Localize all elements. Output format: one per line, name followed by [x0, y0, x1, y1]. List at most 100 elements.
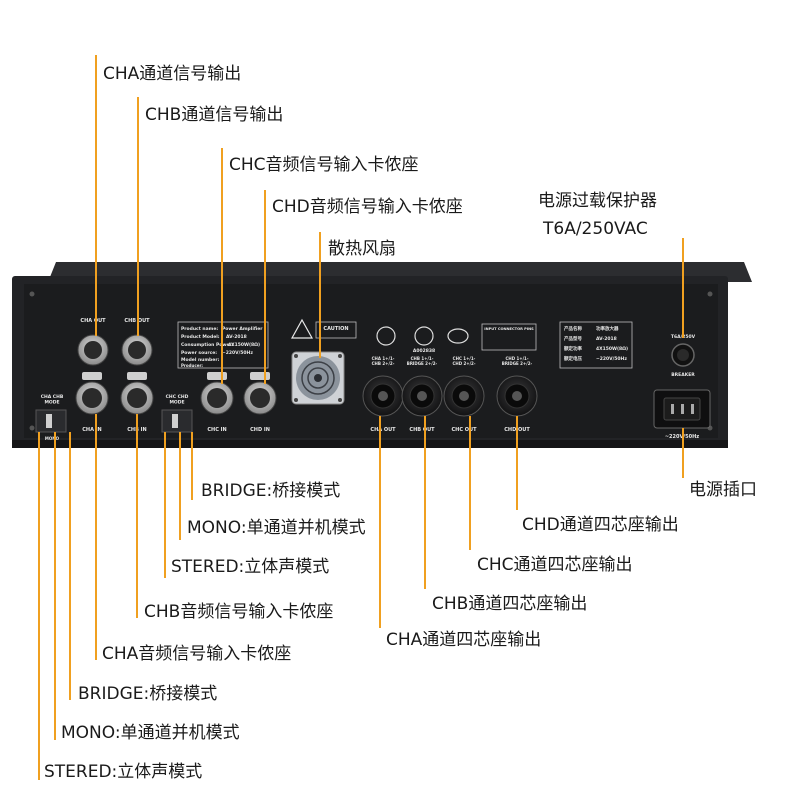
speakon-center [417, 391, 427, 401]
callout-chd-input-seat: CHD音频信号输入卡侬座 [272, 197, 463, 217]
leader-lines [38, 55, 684, 780]
caution-title: CAUTION [323, 326, 348, 332]
power-source-label: Power source: [181, 350, 217, 356]
callout-mono-cd: MONO:单通道并机模式 [187, 518, 366, 538]
fan-screw [338, 354, 342, 358]
speakon-center [459, 391, 469, 401]
iec-pin [681, 404, 684, 414]
iec-pin [691, 404, 694, 414]
mode-ab-mono-label: MONO [45, 436, 60, 441]
callout-chb-input-seat: CHB音频信号输入卡侬座 [144, 602, 333, 622]
speakon-head-chd: CHD 1+/1-BRIDGE 2+/2- [502, 356, 533, 366]
cooling-fan [291, 351, 345, 405]
callout-cha-signal-out: CHA通道信号输出 [103, 64, 241, 84]
fan-grille-ring [301, 361, 335, 395]
callout-stered-cd: STERED:立体声模式 [171, 557, 329, 577]
xlr-out-label-cha: CHA OUT [80, 318, 106, 324]
xlr-in-label-chd: CHD IN [250, 427, 270, 433]
iec-pin [671, 404, 674, 414]
chinese-spec-box [559, 321, 633, 369]
callout-power-socket: 电源插口 [689, 480, 757, 500]
xlr-latch [207, 372, 227, 380]
connector-pin-table [481, 323, 537, 351]
cn-name-label: 产品名称 [564, 325, 582, 332]
product-name-value: Power Amplifier [222, 326, 263, 332]
fan-screw [338, 398, 342, 402]
callout-cha-input-seat: CHA音频信号输入卡侬座 [102, 644, 291, 664]
ccc-mark-icon [447, 328, 469, 344]
xlr-socket-face [250, 388, 270, 408]
xlr-latch [250, 372, 270, 380]
speakon-head-chb: CHB 1+/1-BRIDGE 2+/2- [407, 356, 438, 366]
cn-model-label: 产品型号 [564, 335, 582, 342]
callout-chb-speakon: CHB通道四芯座输出 [432, 594, 587, 614]
recycle-icon [376, 326, 396, 346]
callout-mono-ab: MONO:单通道并机模式 [61, 723, 240, 743]
cn-model-value: AV-2018 [596, 336, 617, 342]
certification-marks: A002838 INPUT CONNECTOR PINS [376, 323, 537, 354]
xlr-socket-face [128, 341, 146, 359]
speakon-label-chc: CHC OUT [452, 427, 478, 433]
callout-bridge-cd: BRIDGE:桥接模式 [201, 481, 340, 501]
cn-power-label: 额定功率 [564, 345, 582, 352]
speakon-label-chb: CHB OUT [409, 427, 435, 433]
callout-chd-speakon: CHD通道四芯座输出 [522, 515, 679, 535]
fan-screw [294, 354, 298, 358]
callout-bridge-ab: BRIDGE:桥接模式 [78, 684, 217, 704]
xlr-in-label-cha: CHA IN [82, 427, 102, 433]
xlr-socket-face [207, 388, 227, 408]
xlr-input-jacks: CHA IN CHB IN CHC IN CHD IN [75, 372, 277, 433]
cn-voltage-label: 额定电压 [564, 355, 582, 362]
callout-breaker-line1: 电源过载保护器 [538, 191, 657, 211]
callout-fan: 散热风扇 [328, 239, 396, 259]
product-model-value: AV-2018 [226, 334, 247, 340]
chinese-spec-label: 产品名称 功率放大器 产品型号 AV-2018 额定功率 4X150W(8Ω) … [559, 321, 633, 369]
fan-screw [294, 398, 298, 402]
xlr-socket-face [82, 388, 102, 408]
callout-breaker-line2: T6A/250VAC [542, 219, 648, 239]
xlr-socket-face [84, 341, 102, 359]
consumption-label: Consumption Power: [181, 342, 234, 348]
environment-mark-icon [414, 326, 434, 346]
product-name-label: Product name: [181, 326, 218, 332]
xlr-socket-face [127, 388, 147, 408]
connector-pin-title: INPUT CONNECTOR PINS [484, 327, 534, 331]
callout-cha-speakon: CHA通道四芯座输出 [386, 630, 541, 650]
consumption-value: 4X150W(8Ω) [228, 342, 260, 348]
breaker-label: BREAKER [671, 372, 695, 378]
callout-chb-signal-out: CHB通道信号输出 [145, 105, 283, 125]
speakon-head-cha: CHA 1+/1-CHB 2+/2- [372, 356, 395, 366]
speakon-head-chc: CHC 1+/1-CHD 2+/2- [452, 356, 475, 366]
xlr-in-label-chc: CHC IN [207, 427, 226, 433]
producer-label: Producer: [181, 363, 203, 368]
warning-triangle-icon [290, 318, 314, 339]
fan-grille-ring [307, 367, 329, 389]
panel-screw [707, 291, 713, 297]
power-source-value: ~220V/50Hz [222, 350, 253, 356]
speakon-center [512, 391, 522, 401]
mode-switch-lever [46, 414, 52, 428]
callout-chc-input-seat: CHC音频信号输入卡侬座 [229, 155, 419, 175]
fan-hub [314, 374, 322, 382]
xlr-latch [82, 372, 102, 380]
callout-labels: CHA通道信号输出 CHB通道信号输出 CHC音频信号输入卡侬座 CHD音频信号… [44, 64, 757, 782]
caution-label: CAUTION [290, 318, 357, 339]
panel-screw [29, 425, 35, 431]
xlr-latch [127, 372, 147, 380]
caution-box [315, 321, 357, 339]
callout-stered-ab: STERED:立体声模式 [44, 762, 202, 782]
cn-name-value: 功率放大器 [596, 325, 619, 332]
panel-screw [29, 291, 35, 297]
product-model-label: Product Model: [181, 334, 220, 340]
cert-number: A002838 [413, 348, 435, 354]
breaker-cap [677, 349, 689, 361]
callout-chc-speakon: CHC通道四芯座输出 [477, 555, 633, 575]
model-number-label: Model number: [181, 357, 220, 363]
mode-switch-lever [172, 414, 178, 428]
cn-power-value: 4X150W(8Ω) [596, 346, 628, 352]
speakon-label-cha: CHA OUT [370, 427, 396, 433]
